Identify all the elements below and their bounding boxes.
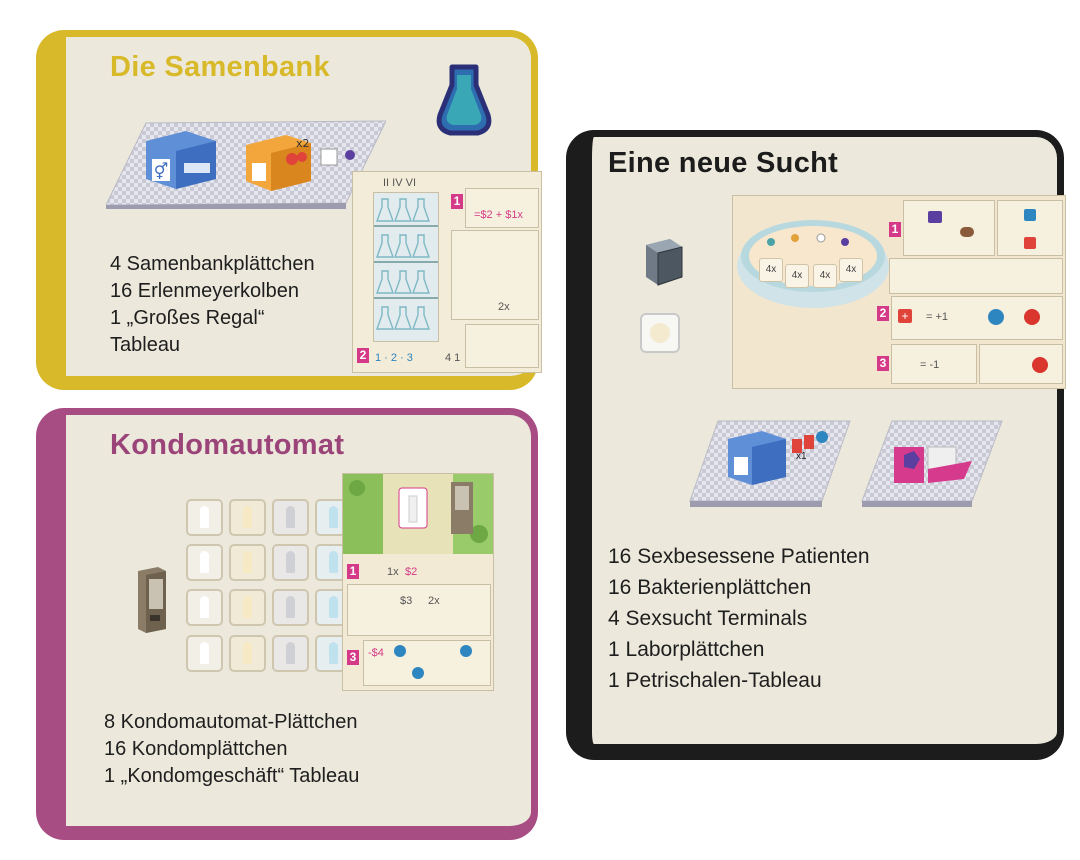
- rule-cell: 2x: [451, 230, 539, 320]
- condom-tile: [272, 589, 309, 626]
- condom-tile: [272, 499, 309, 536]
- eine-neue-sucht-title: Eine neue Sucht: [608, 147, 839, 179]
- condom-tile: [186, 544, 223, 581]
- list-item: 1 „Kondomgeschäft“ Tableau: [104, 765, 360, 787]
- patient-cube: [646, 239, 683, 286]
- eine-neue-sucht-card: Eine neue Sucht 4x 4x 4x 4x 1: [566, 130, 1066, 760]
- tableau-header-art: [343, 474, 493, 554]
- rule-cell: = -1: [891, 344, 977, 384]
- cost-text: =$2 + $1x: [474, 209, 523, 221]
- blue-token-icon: [988, 309, 1004, 325]
- kondomautomat-card: Kondomautomat: [36, 408, 538, 840]
- condom-tile: [272, 544, 309, 581]
- list-item: 4 Samenbankplättchen: [110, 253, 315, 275]
- lab-tile-count: x1: [796, 451, 807, 462]
- price-text: $2: [405, 566, 418, 578]
- condom-tile-grid: [186, 499, 358, 679]
- list-item: 8 Kondomautomat-Plättchen: [104, 711, 358, 733]
- petri-dish-illustration: [737, 220, 889, 308]
- rule-cell: + = +1: [891, 296, 1063, 340]
- section-number-2: 2: [877, 306, 889, 321]
- list-item: 1 Laborplättchen: [608, 638, 765, 661]
- samenbank-contents-list: 4 Samenbankplättchen 16 Erlenmeyerkolben…: [110, 251, 315, 359]
- petrischalen-tableau: 4x 4x 4x 4x 1 2 + = +1 3 = -1: [732, 195, 1066, 389]
- lab-and-terminal-tiles: [689, 420, 1003, 507]
- kondomautomat-contents-list: 8 Kondomautomat-Plättchen 16 Kondomplätt…: [104, 709, 359, 790]
- price-text: -$4: [368, 647, 384, 659]
- list-item: 16 Erlenmeyerkolben: [110, 280, 299, 302]
- bonus-text: = +1: [926, 311, 949, 323]
- vending-machine-figure: [138, 567, 166, 633]
- section-number-1: 1: [451, 194, 463, 209]
- flask-shelf: [373, 192, 439, 342]
- list-item: 16 Bakterienplättchen: [608, 576, 812, 599]
- cost-text: 1x: [387, 566, 399, 578]
- bacteria-tile: [640, 313, 680, 353]
- dish-slot-label: 4x: [759, 258, 783, 282]
- roman-numerals: II IV VI: [383, 177, 417, 189]
- svg-text:x2: x2: [296, 137, 310, 150]
- condom-tile: [229, 589, 266, 626]
- red-block-icon: [1024, 237, 1036, 249]
- svg-text:⚥: ⚥: [154, 162, 168, 181]
- kondomgeschaeft-tableau: 1 1x $2 $3 2x 3 -$4: [342, 473, 494, 691]
- rule-cell: =$2 + $1x: [465, 188, 539, 228]
- samenbank-title: Die Samenbank: [110, 51, 330, 83]
- grosses-regal-tableau: II IV VI 1 =$2 + $1x 2x 2 1 · 2 · 3 4 1: [352, 171, 542, 373]
- list-item: 4 Sexsucht Terminals: [608, 607, 808, 630]
- dish-slot-label: 4x: [785, 264, 809, 288]
- penalty-text: = -1: [920, 359, 940, 371]
- erlenmeyer-flask-token: [436, 64, 492, 136]
- small-label: 4 1: [445, 352, 461, 364]
- condom-tile: [229, 499, 266, 536]
- sucht-contents-list: 16 Sexbesessene Patienten 16 Bakterienpl…: [608, 541, 870, 696]
- condom-tile: [272, 635, 309, 672]
- condom-tile: [186, 635, 223, 672]
- list-item: 1 „Großes Regal“: [110, 307, 265, 329]
- dish-slot-label: 4x: [839, 258, 863, 282]
- list-item: 1 Petrischalen-Tableau: [608, 669, 822, 692]
- condom-tile: [186, 499, 223, 536]
- section-number-2: 2: [357, 348, 369, 363]
- blue-token-icon: [394, 645, 406, 657]
- flask-slots: [374, 198, 438, 330]
- blue-token-icon: [412, 667, 424, 679]
- red-cross-icon: +: [898, 309, 912, 323]
- section-number-3: 3: [347, 650, 359, 665]
- blue-block-icon: [1024, 209, 1036, 221]
- section-number-1: 1: [889, 222, 901, 237]
- samenbank-card: Die Samenbank ⚥ x2 4 Samenbankplättch: [36, 30, 542, 390]
- rule-cell: -$4: [363, 640, 491, 686]
- rule-cell: [889, 258, 1063, 294]
- blob-icon: [960, 227, 974, 237]
- bacteria-icon: [650, 323, 670, 343]
- pentagon-icon: [928, 211, 942, 223]
- list-item: 16 Sexbesessene Patienten: [608, 545, 870, 568]
- list-item: Tableau: [110, 334, 181, 356]
- red-virus-icon: [1032, 357, 1048, 373]
- section-number-1: 1: [347, 564, 359, 579]
- dish-slot-label: 4x: [813, 264, 837, 288]
- cost-text: 2x: [428, 595, 440, 607]
- condom-tile: [229, 544, 266, 581]
- condom-tile: [229, 635, 266, 672]
- multiplier-text: 2x: [498, 301, 510, 313]
- rule-cell: [997, 200, 1063, 256]
- dots-row: 1 · 2 · 3: [375, 352, 413, 364]
- kondomautomat-title: Kondomautomat: [110, 429, 345, 461]
- section-number-3: 3: [877, 356, 889, 371]
- rule-cell: [979, 344, 1063, 384]
- red-virus-icon: [1024, 309, 1040, 325]
- list-item: 16 Kondomplättchen: [104, 738, 288, 760]
- blue-token-icon: [460, 645, 472, 657]
- rule-cell: [903, 200, 995, 256]
- samenbank-tiles-illustration: ⚥ x2: [106, 120, 386, 209]
- rule-cell: $3 2x: [347, 584, 491, 636]
- condom-tile: [186, 589, 223, 626]
- rule-cell: [465, 324, 539, 368]
- price-text: $3: [400, 595, 413, 607]
